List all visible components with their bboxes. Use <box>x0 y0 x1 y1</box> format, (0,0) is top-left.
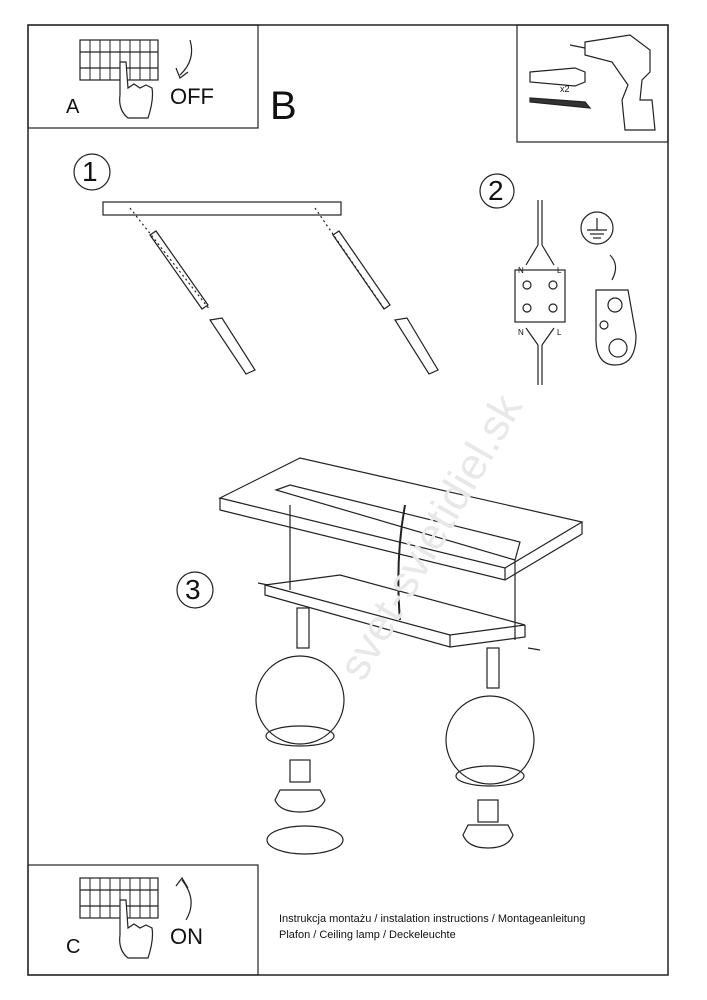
panel-b-letter: B <box>270 84 297 128</box>
step-1-number: 1 <box>82 156 98 187</box>
circuit-breaker-icon <box>79 39 159 119</box>
panel-c-box <box>27 864 259 976</box>
footer-line-2: Plafon / Ceiling lamp / Deckeleuchte <box>279 929 456 941</box>
tools-box <box>516 24 669 143</box>
quantity-label: x2 <box>560 84 570 94</box>
terminal-n-bottom: N <box>518 328 524 337</box>
side-screw-icon <box>257 582 269 586</box>
mounting-plate <box>102 201 342 216</box>
power-off-label: OFF <box>170 84 214 109</box>
page-frame <box>27 24 669 976</box>
ceiling-lamp-assembly <box>218 457 584 855</box>
step-3-circle <box>176 571 214 609</box>
arrow-up-icon <box>181 879 192 921</box>
wall-plug-icon <box>529 67 586 87</box>
panel-a-box <box>27 24 259 129</box>
screw-icon <box>529 97 592 109</box>
watermark: svet-svietidiel.sk <box>329 385 532 688</box>
panel-c-letter: C <box>66 936 81 958</box>
drill-icon <box>569 34 656 131</box>
power-on-label: ON <box>170 924 203 949</box>
terminal-l-bottom: L <box>557 328 562 337</box>
terminal-l-top: L <box>557 266 562 275</box>
panel-a-letter: A <box>66 96 80 118</box>
screw-and-plug-icon <box>129 207 439 375</box>
side-screw-icon <box>527 647 541 651</box>
footer-line-1: Instrukcja montażu / instalation instruc… <box>279 913 586 925</box>
step-2-number: 2 <box>488 175 504 206</box>
terminal-block-icon <box>514 200 566 385</box>
step-2-circle <box>479 173 515 209</box>
terminal-n-top: N <box>518 266 524 275</box>
ground-symbol-icon <box>580 211 637 366</box>
retaining-ring <box>266 825 344 855</box>
arrow-head <box>175 876 189 889</box>
arrow-head <box>175 67 189 79</box>
step-1-circle <box>73 153 111 191</box>
circuit-breaker-icon <box>79 877 159 959</box>
arrow-down-icon <box>179 39 193 76</box>
step-3-number: 3 <box>185 574 201 605</box>
